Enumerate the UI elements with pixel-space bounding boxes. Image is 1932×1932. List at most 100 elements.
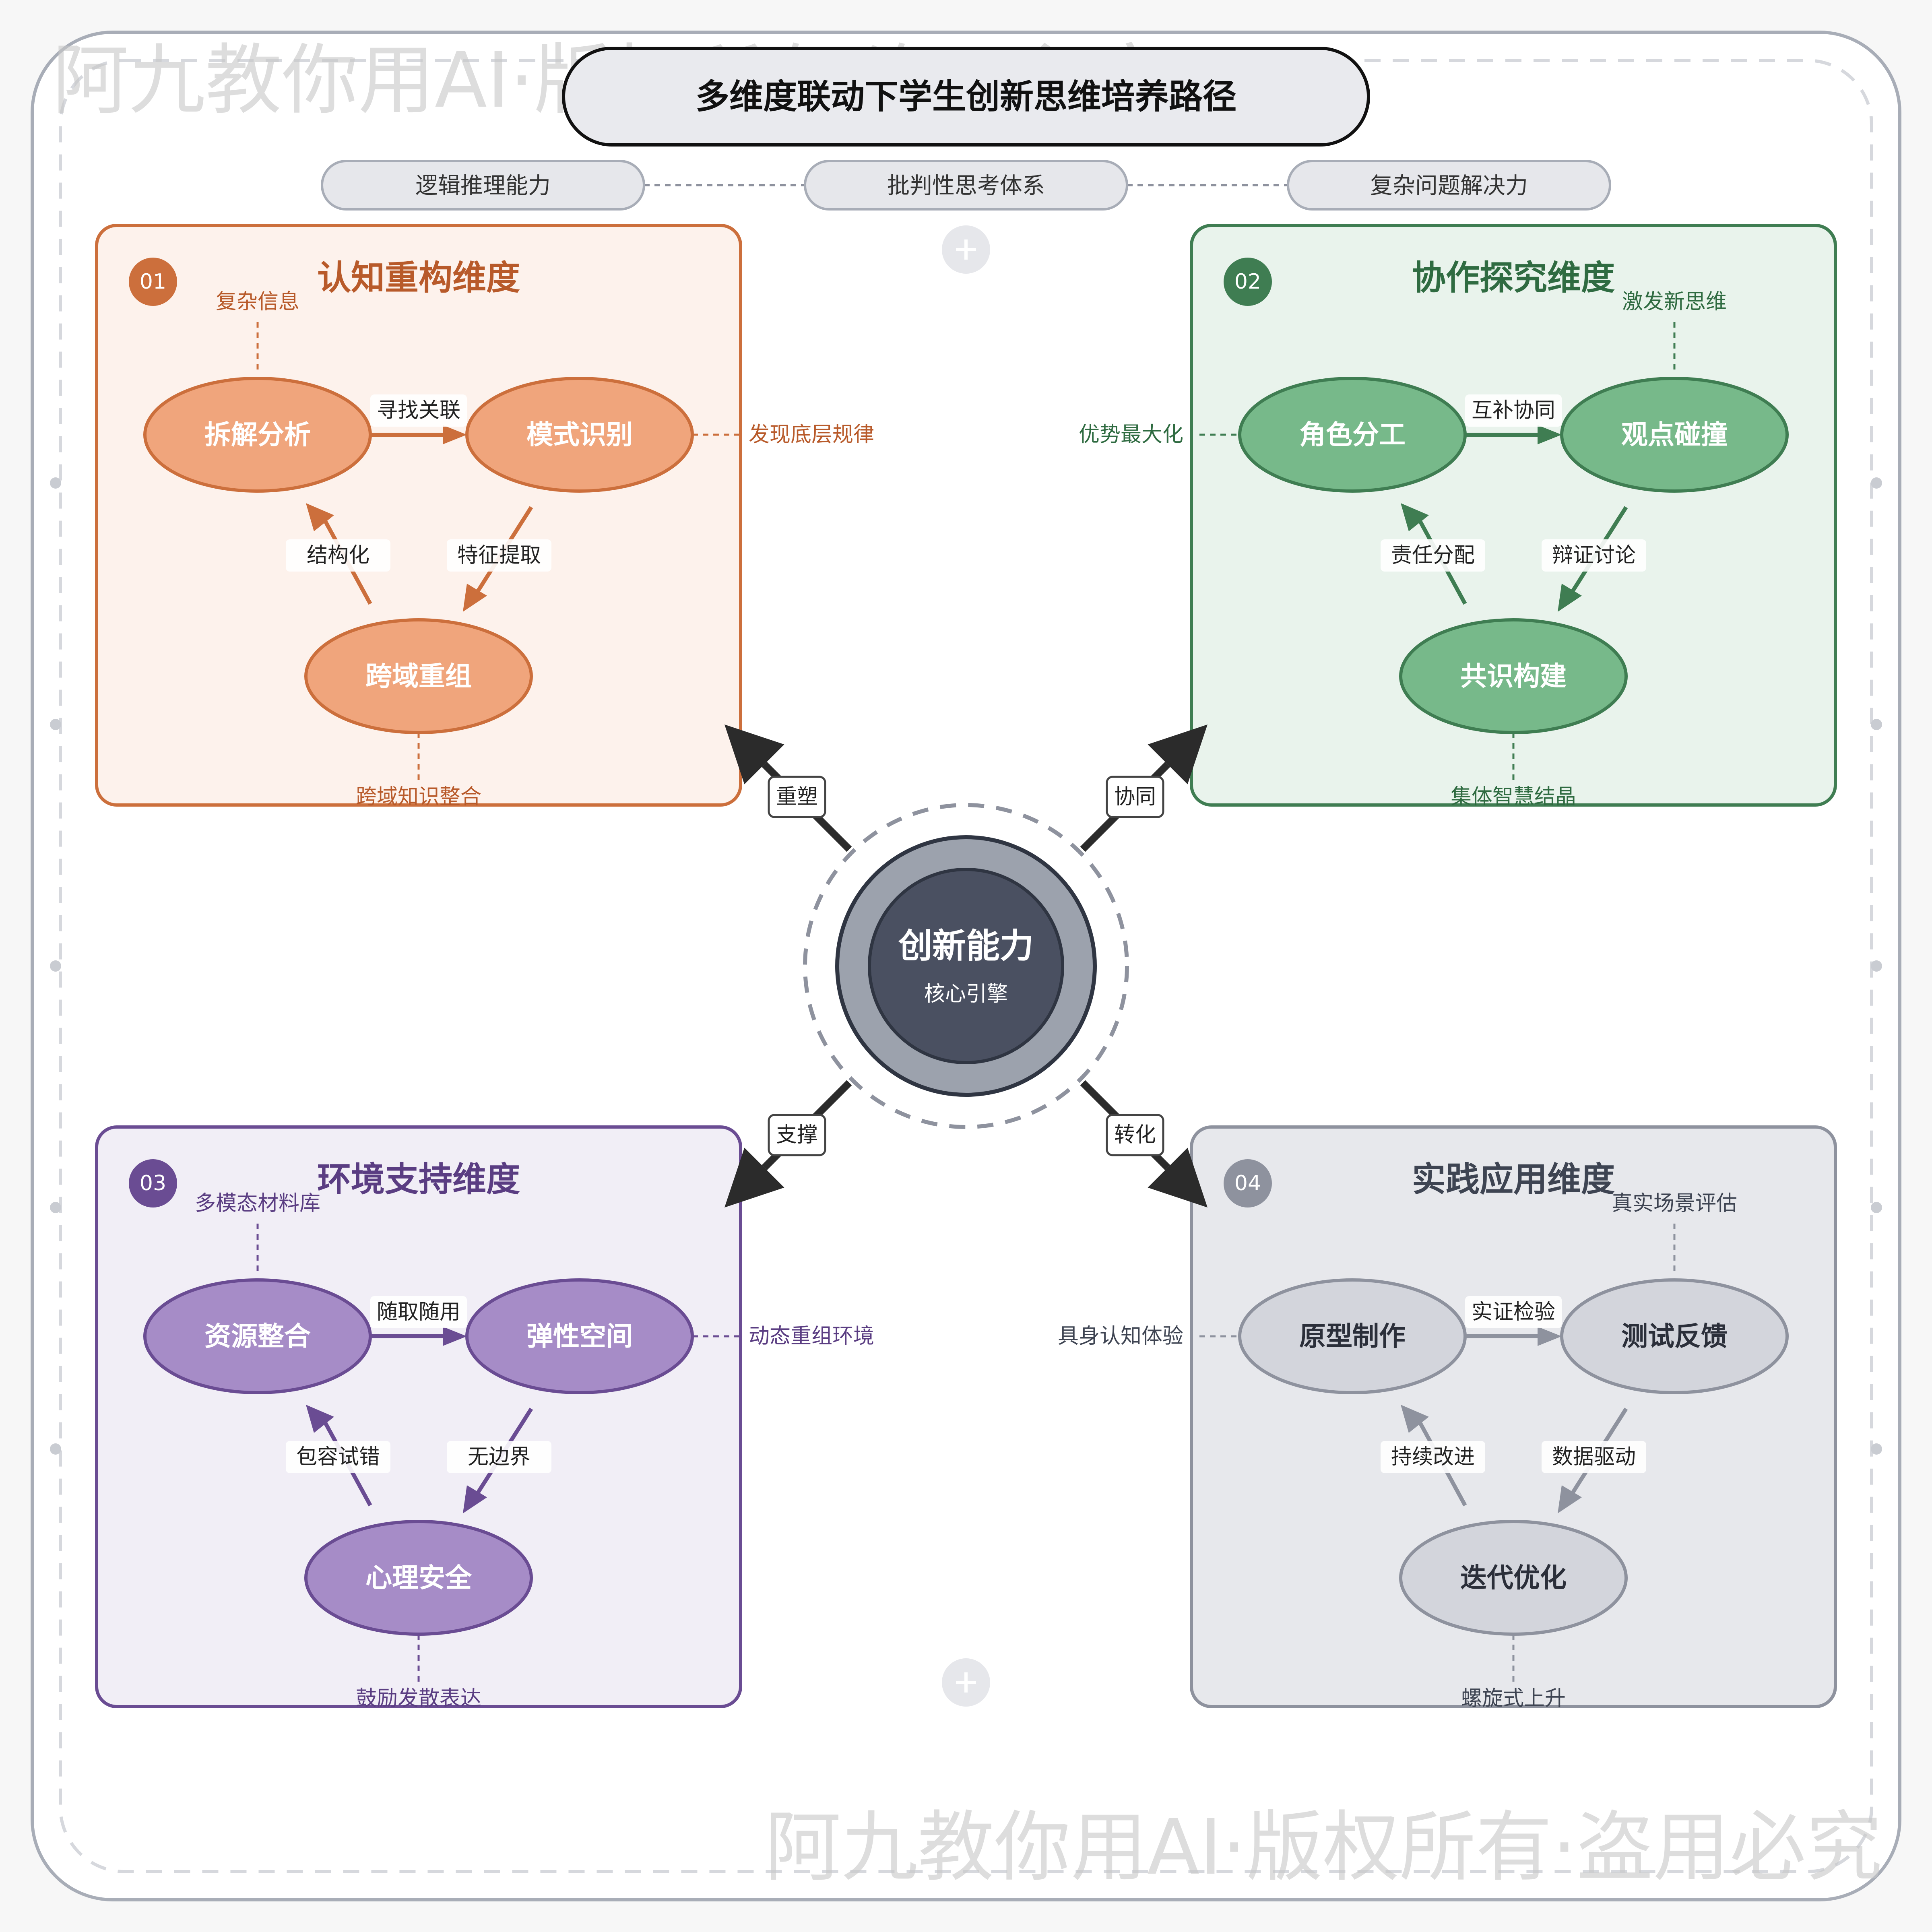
tag-logic: 逻辑推理能力 [321, 160, 645, 211]
node-label: 共识构建 [1460, 661, 1567, 692]
quadrant-number-badge [129, 258, 177, 306]
quadrant-number: 01 [140, 270, 166, 294]
hub-label: 协同 [1114, 785, 1156, 809]
note-bottom: 螺旋式上升 [1461, 1686, 1566, 1711]
quadrant-title: 实践应用维度 [1412, 1160, 1615, 1199]
quadrant-number-badge [1224, 258, 1272, 306]
quadrant-title: 环境支持维度 [317, 1160, 520, 1199]
page-title: 多维度联动下学生创新思维培养路径 [696, 77, 1236, 116]
hub-arrows: 重塑协同支撑转化 [724, 724, 1208, 1208]
arrowhead [463, 584, 487, 612]
note-top: 激发新思维 [1622, 290, 1727, 314]
tag-critical-label: 批判性思考体系 [887, 173, 1045, 199]
node-label: 迭代优化 [1460, 1563, 1567, 1593]
node-label: 跨域重组 [365, 661, 472, 692]
node-ellipse [1238, 1278, 1467, 1394]
arrowhead [1558, 1485, 1582, 1513]
edge-label-top-bg [1465, 1296, 1562, 1328]
node-ellipse [1238, 377, 1467, 493]
arrowhead [306, 1405, 334, 1433]
note-bottom: 鼓励发散表达 [356, 1686, 481, 1711]
plus-icon[interactable] [942, 225, 990, 274]
edge-label-left-bg [286, 1441, 390, 1473]
note-side: 动态重组环境 [749, 1324, 874, 1348]
edge-label-left-bg [286, 539, 390, 572]
center-hub: 创新能力 核心引擎 [803, 803, 1129, 1129]
node-ellipse [1560, 377, 1789, 493]
node-label: 心理安全 [365, 1563, 472, 1593]
node-ellipse [1399, 618, 1628, 734]
node-1[interactable]: 角色分工 [1238, 377, 1467, 493]
edge-label-top: 实证检验 [1472, 1300, 1555, 1324]
decorative-dots [50, 477, 1882, 1455]
quadrant-title: 协作探究维度 [1412, 258, 1615, 297]
node-2[interactable]: 模式识别 [465, 377, 694, 493]
edge-label-right-bg [447, 539, 551, 572]
node-2[interactable]: 观点碰撞 [1560, 377, 1789, 493]
edge-label-top-bg [370, 1296, 467, 1328]
node-3[interactable]: 迭代优化 [1399, 1520, 1628, 1636]
node-label: 测试反馈 [1621, 1321, 1728, 1352]
note-top: 多模态材料库 [195, 1191, 320, 1216]
node-2[interactable]: 弹性空间 [465, 1278, 694, 1394]
edge-label-right-bg [447, 1441, 551, 1473]
note-side: 发现底层规律 [749, 423, 874, 447]
edge-label-right-bg [1542, 539, 1646, 572]
quadrant-number: 03 [140, 1171, 166, 1195]
node-label: 角色分工 [1299, 419, 1406, 450]
quadrant-box [95, 224, 742, 807]
arrowhead [1401, 503, 1429, 531]
quadrant-number-badge [129, 1159, 177, 1208]
edge-label-top: 互补协同 [1472, 398, 1555, 423]
arrowhead [443, 1327, 467, 1346]
hub-label-box [1106, 776, 1164, 818]
plus-icon[interactable] [942, 1658, 990, 1707]
note-side: 具身认知体验 [1058, 1324, 1183, 1348]
node-3[interactable]: 心理安全 [304, 1520, 533, 1636]
node-label: 观点碰撞 [1621, 419, 1728, 450]
node-ellipse [1399, 1520, 1628, 1636]
node-1[interactable]: 资源整合 [143, 1278, 372, 1394]
hub-label: 支撑 [776, 1123, 818, 1147]
node-1[interactable]: 原型制作 [1238, 1278, 1467, 1394]
edge-label-left: 结构化 [307, 543, 369, 568]
quadrant-number: 02 [1234, 270, 1261, 294]
quadrant-number-badge [1224, 1159, 1272, 1208]
center-subtitle: 核心引擎 [924, 982, 1008, 1006]
node-label: 模式识别 [526, 419, 633, 450]
hub-arrowhead [724, 724, 784, 784]
node-2[interactable]: 测试反馈 [1560, 1278, 1789, 1394]
note-top: 复杂信息 [216, 290, 299, 314]
edge-label-right: 数据驱动 [1552, 1445, 1636, 1469]
quadrant-box [1190, 1125, 1837, 1708]
edge-label-top-bg [1465, 394, 1562, 427]
node-label: 资源整合 [204, 1321, 311, 1352]
node-ellipse [304, 1520, 533, 1636]
arrowhead [463, 1485, 487, 1513]
note-bottom: 集体智慧结晶 [1451, 785, 1576, 809]
node-1[interactable]: 拆解分析 [143, 377, 372, 493]
title-pill [562, 47, 1370, 147]
tag-complex: 复杂问题解决力 [1287, 160, 1611, 211]
node-3[interactable]: 跨域重组 [304, 618, 533, 734]
note-top: 真实场景评估 [1612, 1191, 1737, 1216]
hub-arrowhead [724, 1148, 784, 1208]
quadrant-box [1190, 224, 1837, 807]
arrowhead [1401, 1405, 1429, 1433]
edge-label-top: 寻找关联 [377, 398, 460, 423]
node-3[interactable]: 共识构建 [1399, 618, 1628, 734]
hub-label-box [768, 1114, 826, 1156]
tag-complex-label: 复杂问题解决力 [1370, 173, 1528, 199]
arrowhead [1538, 1327, 1562, 1346]
node-label: 原型制作 [1299, 1321, 1406, 1352]
quadrant-title: 认知重构维度 [317, 258, 520, 297]
node-ellipse [143, 377, 372, 493]
arrowhead [1558, 584, 1582, 612]
edge-label-left: 责任分配 [1391, 543, 1475, 568]
hub-label-box [1106, 1114, 1164, 1156]
arrowhead [1538, 425, 1562, 444]
